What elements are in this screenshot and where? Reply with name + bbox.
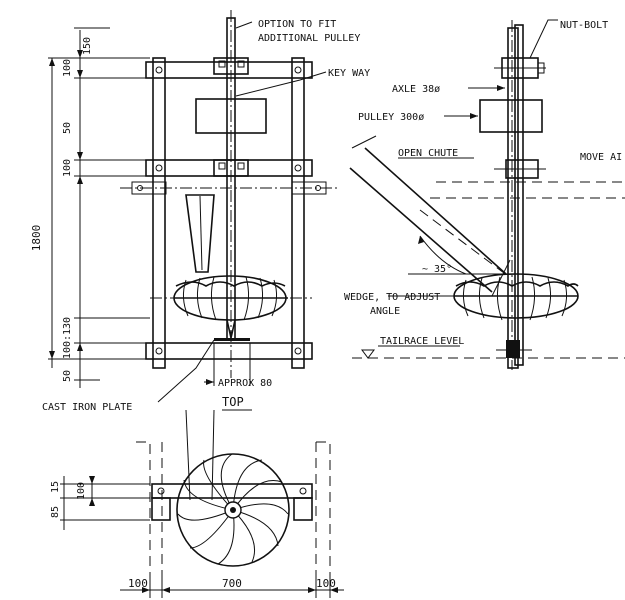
- wedge-label-line1: WEDGE, TO ADJUST: [344, 292, 440, 303]
- top-view-left-bracket: [151, 497, 171, 521]
- dim-85: 85: [50, 506, 61, 518]
- key-way-label: KEY WAY: [328, 68, 370, 79]
- runner-disk: [176, 453, 290, 567]
- top-view-right-bracket: [293, 497, 313, 521]
- side-pulley: [479, 99, 543, 133]
- side-runner: [453, 273, 579, 321]
- option-pulley-label-line1: OPTION TO FIT: [258, 19, 336, 30]
- nut-bolt-label: NUT-BOLT: [560, 20, 608, 31]
- option-pulley-label-line2: ADDITIONAL PULLEY: [258, 33, 360, 44]
- side-shaft: [514, 24, 524, 366]
- right-frame-post: [291, 57, 305, 369]
- cast-iron-plate: [214, 338, 250, 341]
- dim-100-left: 100: [128, 577, 148, 590]
- tailrace-label: TAILRACE LEVEL: [380, 336, 464, 347]
- bottom-crossbar: [145, 342, 313, 360]
- dim-150: 150: [82, 37, 93, 55]
- dim-100-right: 100: [316, 577, 336, 590]
- cast-iron-plate-label: CAST IRON PLATE: [42, 402, 132, 413]
- middle-crossbar: [145, 159, 313, 177]
- approx-80-label: APPROX 80: [218, 378, 272, 389]
- dim-1800: 1800: [30, 225, 43, 252]
- side-view: NUT-BOLT AXLE 38ø PULLEY 300ø OPEN CHUTE…: [344, 19, 625, 370]
- top-crossbar: [145, 61, 313, 79]
- angle-label: ~ 35°: [422, 264, 452, 275]
- left-frame-post: [152, 57, 166, 369]
- dim-100-top: 100: [62, 59, 73, 77]
- base-block: [506, 340, 520, 358]
- pulley-label: PULLEY 300ø: [358, 112, 424, 123]
- nozzle-chute: [185, 194, 215, 273]
- dim-100-130: 100:130: [62, 317, 73, 359]
- wedge-label-line2: ANGLE: [370, 306, 400, 317]
- open-chute-lower: [349, 167, 493, 293]
- top-view: 85 15 100 100 700 100: [50, 409, 344, 600]
- moveable-label: MOVE AI: [580, 152, 622, 163]
- top-view-crossbar: [151, 483, 313, 499]
- front-view: 150 100 50 100 1800 100:130 50 OPTION TO…: [30, 10, 370, 413]
- dim-700: 700: [222, 577, 242, 590]
- dim-100-mid: 100: [62, 159, 73, 177]
- open-chute-label: OPEN CHUTE: [398, 148, 458, 159]
- top-view-heading: TOP: [222, 395, 244, 409]
- axle-label: AXLE 38ø: [392, 84, 440, 95]
- dim-50-bottom: 50: [62, 370, 73, 382]
- dim-15: 15: [50, 481, 61, 493]
- vertical-dimension-chain: [48, 27, 150, 388]
- dim-100-vertical: 100: [76, 482, 87, 500]
- dim-50-partial: 50: [62, 122, 73, 134]
- open-chute-upper: [364, 147, 507, 275]
